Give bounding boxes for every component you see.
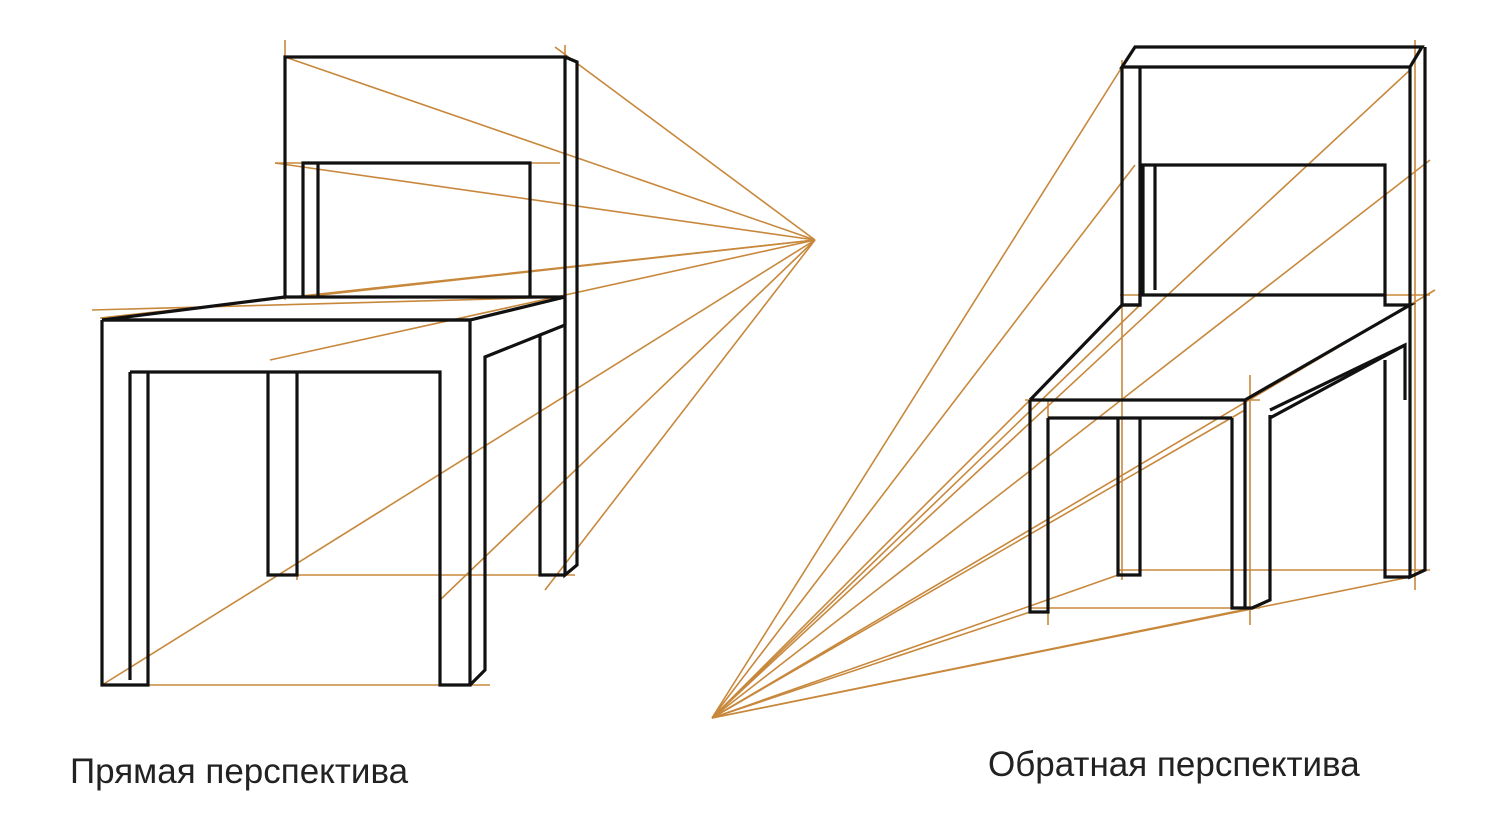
front-left-leg	[1028, 400, 1050, 614]
front-right-leg	[1230, 342, 1407, 610]
side-apron-top	[1269, 343, 1406, 412]
chair-back-right-post	[1408, 47, 1427, 580]
side-apron-and-leg	[468, 332, 565, 687]
construction-line	[711, 574, 1119, 719]
construction-line	[439, 239, 816, 601]
construction-line	[274, 162, 816, 241]
construction-line	[269, 239, 816, 361]
side-apron-top	[539, 323, 566, 337]
front-apron	[102, 318, 472, 687]
caption-reverse-perspective: Обратная перспектива	[988, 745, 1360, 784]
chair-back-left-post	[1120, 67, 1142, 307]
chair-back-panel	[1141, 163, 1387, 295]
chair-seat	[1028, 293, 1416, 402]
construction-line	[711, 611, 1031, 719]
direct-perspective-construction-lines	[91, 40, 816, 686]
reverse-perspective-construction-lines	[711, 40, 1436, 719]
construction-line	[711, 409, 1246, 719]
chair-back-top	[1119, 45, 1425, 69]
construction-line	[101, 239, 816, 686]
construction-line	[711, 69, 1411, 719]
front-left-leg	[100, 320, 150, 687]
construction-line	[711, 607, 1253, 719]
chair-back-panel	[301, 161, 532, 297]
construction-line	[91, 296, 566, 311]
chair-back-post-right	[563, 55, 579, 579]
caption-direct-perspective: Прямая перспектива	[70, 752, 409, 791]
construction-line	[711, 399, 1031, 719]
chair-back-outline	[283, 55, 567, 297]
chair-direct-perspective	[100, 55, 579, 687]
back-left-leg	[266, 372, 299, 577]
construction-line	[554, 46, 816, 241]
back-left-leg	[1116, 418, 1142, 577]
back-right-leg	[1383, 360, 1410, 579]
construction-line	[302, 239, 816, 298]
construction-line	[711, 159, 1431, 719]
construction-line	[711, 304, 1141, 719]
chair-reverse-perspective	[1028, 45, 1427, 614]
construction-line	[544, 239, 816, 591]
construction-line	[284, 56, 816, 241]
construction-line	[711, 164, 1136, 719]
construction-line	[711, 66, 1123, 719]
